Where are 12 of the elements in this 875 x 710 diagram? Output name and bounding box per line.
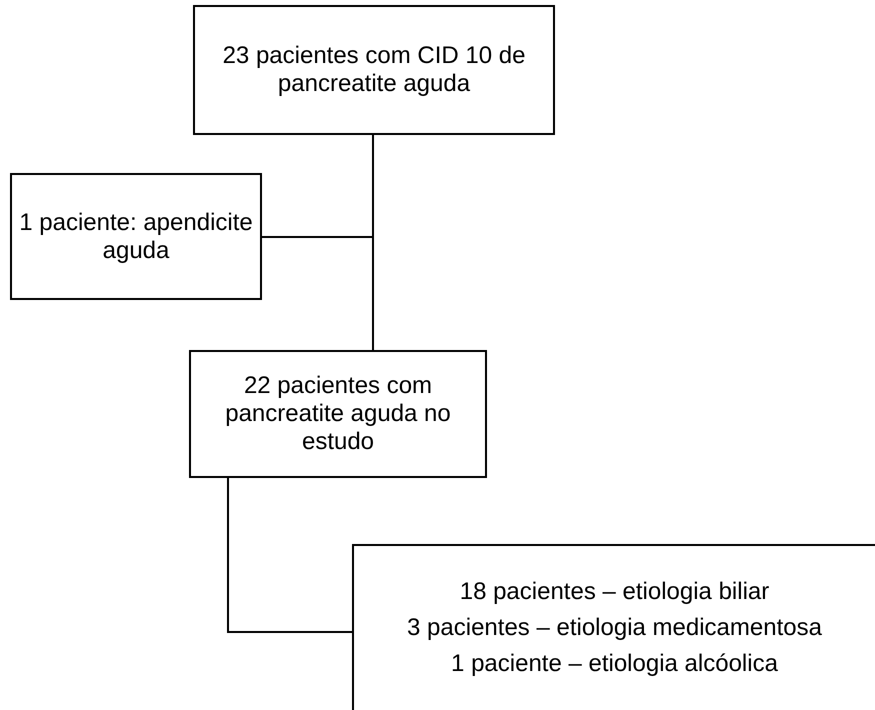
results-box bbox=[352, 544, 875, 710]
connector-line bbox=[262, 236, 374, 350]
flow-box bbox=[189, 350, 487, 478]
box-text: 23 pacientes com CID 10 de pancreatite aguda bbox=[222, 42, 526, 98]
box-text: 3 pacientes – etiologia medicamentosa bbox=[407, 614, 822, 642]
box-text: 1 paciente – etiologia alcóolica bbox=[451, 650, 778, 678]
box-text: 18 pacientes – etiologia biliar bbox=[460, 578, 770, 606]
box-text: 1 paciente: apendicite aguda bbox=[18, 208, 254, 264]
connector-line bbox=[227, 478, 352, 633]
box-text: 22 pacientes com pancreatite aguda no estudo bbox=[224, 372, 452, 456]
flow-box bbox=[10, 173, 262, 300]
flow-box bbox=[193, 5, 555, 135]
